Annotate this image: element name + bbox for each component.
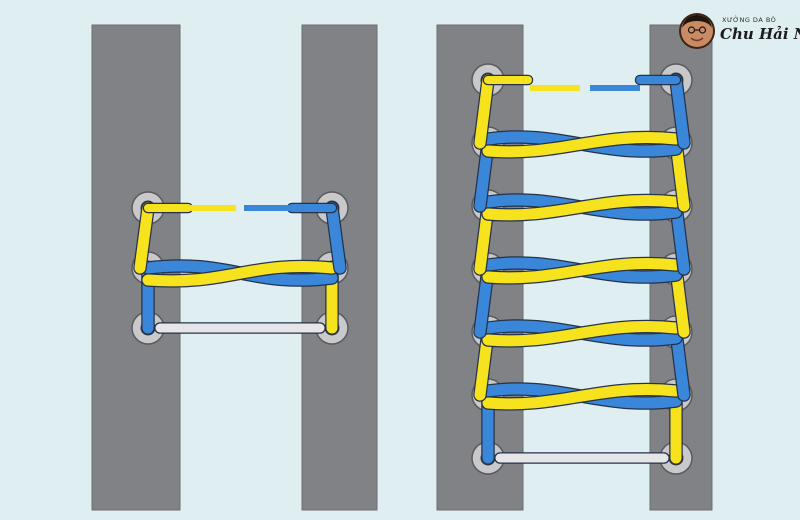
lace-right-cross-yellow-3 (482, 257, 682, 284)
lace-left-cross-yellow (142, 260, 338, 287)
lace-right-cross-yellow-2 (482, 194, 682, 221)
brand-name: Chu Hải Nam (720, 25, 800, 43)
lace-right-cross-yellow-4 (482, 320, 682, 347)
lace-left-b-diagonal-blue (326, 202, 346, 274)
lace-right-cross-yellow-5 (482, 383, 682, 410)
portrait-avatar-icon (679, 13, 715, 49)
lace-right-cross-yellow-1 (482, 131, 682, 158)
lace-left-a-diagonal-yellow (134, 202, 154, 274)
brand-subtitle: XƯỞNG DA BÒ (722, 16, 777, 24)
brand-logo: XƯỞNG DA BÒ Chu Hải Nam (678, 12, 800, 52)
lace-right-b-diagonal-1 (670, 74, 690, 149)
lace-right-a-diagonal-1 (474, 74, 494, 149)
